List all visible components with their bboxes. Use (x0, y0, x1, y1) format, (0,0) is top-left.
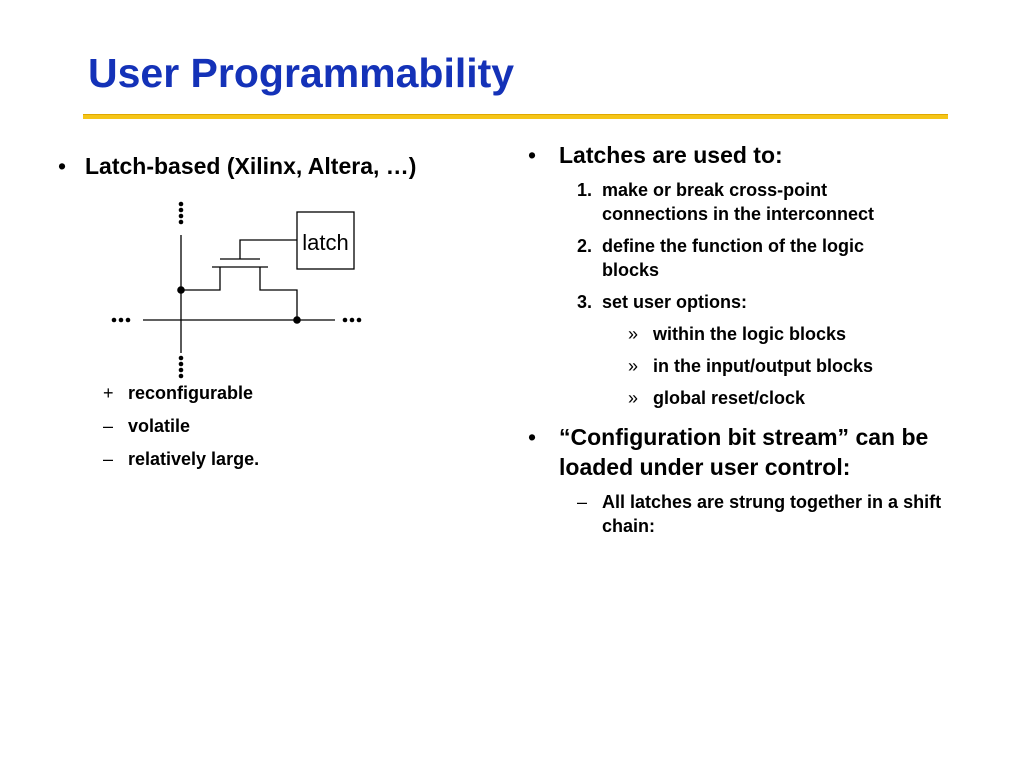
left-sub-list: + reconfigurable – volatile – relatively… (103, 381, 403, 480)
ellipsis-dot (178, 207, 184, 213)
ellipsis-dot (125, 317, 131, 323)
item-marker: – (103, 416, 114, 436)
item-text: reconfigurable (128, 383, 254, 403)
numbered-item-text: set user options: (602, 292, 748, 312)
right-column: • Latches are used to: 1. make or break … (524, 140, 964, 538)
option-marker: » (628, 388, 639, 408)
option-marker: » (628, 324, 639, 344)
ellipsis-dot (178, 201, 184, 207)
option-item: » in the input/output blocks (628, 354, 964, 386)
dash-item: – All latches are strung together in a s… (577, 490, 964, 538)
dash-item-text: All latches are strung together in a shi… (602, 492, 942, 536)
number-marker: 1. (577, 180, 593, 200)
numbered-item-text: make or break cross-point connections in… (602, 180, 875, 224)
ellipsis-dot (178, 219, 184, 225)
item-text: volatile (128, 416, 191, 436)
list-item: + reconfigurable (103, 381, 403, 414)
ellipsis-dot (349, 317, 355, 323)
right-bullet-config-bitstream: • “Configuration bit stream” can be load… (524, 422, 964, 482)
numbered-item: 3. set user options: (577, 290, 964, 314)
ellipsis-dot (356, 317, 362, 323)
gate-to-latch-wire (239, 239, 297, 259)
bullet-marker: • (528, 142, 537, 168)
option-text: global reset/clock (653, 388, 806, 408)
numbered-item-text: define the function of the logic blocks (602, 236, 864, 280)
item-marker: – (103, 449, 114, 469)
ellipsis-dot (178, 213, 184, 219)
option-item: » within the logic blocks (628, 322, 964, 354)
left-bullet-latch-based: • Latch-based (Xilinx, Altera, …) (58, 151, 518, 181)
ellipsis-dot (178, 367, 184, 373)
ellipsis-dot (178, 361, 184, 367)
right-bullet-text: “Configuration bit stream” can be loaded… (559, 424, 929, 480)
item-text: relatively large. (128, 449, 260, 469)
latch-label: latch (302, 230, 348, 255)
ellipsis-dot (178, 355, 184, 361)
option-marker: » (628, 356, 639, 376)
latch-crosspoint-diagram: latch (111, 201, 362, 379)
number-marker: 2. (577, 236, 593, 256)
ellipsis-dot (118, 317, 124, 323)
numbered-item: 2. define the function of the logic bloc… (577, 234, 964, 282)
number-marker: 3. (577, 292, 593, 312)
dash-marker: – (577, 492, 588, 512)
ellipsis-dot (178, 373, 184, 379)
bullet-marker: • (528, 424, 537, 450)
right-bullet-text: Latches are used to: (559, 142, 783, 168)
slide-title: User Programmability (88, 50, 515, 96)
bullet-marker: • (58, 153, 67, 179)
option-item: » global reset/clock (628, 386, 964, 418)
option-text: in the input/output blocks (653, 356, 873, 376)
numbered-item: 1. make or break cross-point connections… (577, 178, 964, 226)
ellipsis-dot (111, 317, 117, 323)
item-marker: + (103, 383, 114, 403)
transistor-drain-lead (259, 267, 298, 320)
ellipsis-dot (342, 317, 348, 323)
left-bullet-text: Latch-based (Xilinx, Altera, …) (85, 153, 417, 179)
option-text: within the logic blocks (653, 324, 847, 344)
list-item: – relatively large. (103, 447, 403, 480)
latch-box (296, 211, 355, 270)
transistor-source-lead (181, 267, 221, 291)
right-bullet-latches-used: • Latches are used to: (524, 140, 964, 170)
title-divider (83, 114, 948, 119)
list-item: – volatile (103, 414, 403, 447)
